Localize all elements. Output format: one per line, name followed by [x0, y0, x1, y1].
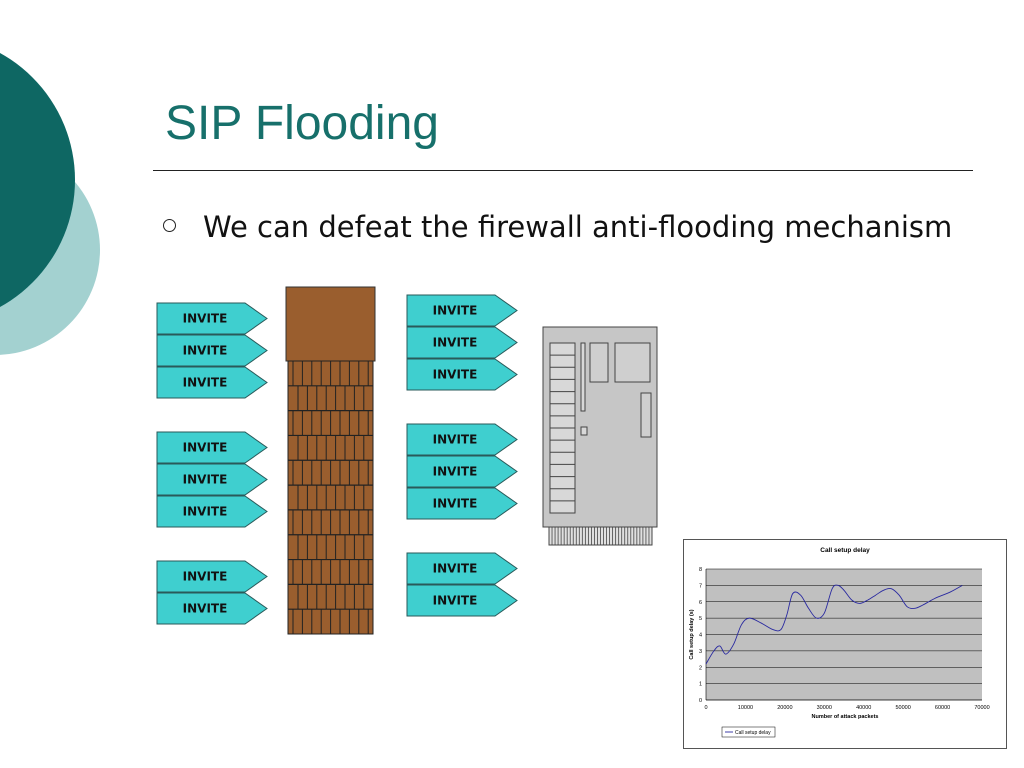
x-tick-label: 10000 [738, 705, 753, 711]
invite-arrow-shape [156, 592, 268, 625]
x-tick-label: 40000 [856, 705, 871, 711]
slide-title: SIP Flooding [165, 97, 439, 150]
invite-label: INVITE [433, 497, 478, 511]
y-tick-label: 8 [699, 567, 702, 573]
x-tick-label: 20000 [777, 705, 792, 711]
invite-label: INVITE [433, 368, 478, 382]
invite-packet: INVITE [156, 560, 268, 593]
x-tick-label: 30000 [817, 705, 832, 711]
invite-label: INVITE [183, 312, 228, 326]
legend-label: Call setup delay [735, 730, 771, 736]
invite-label: INVITE [183, 473, 228, 487]
y-tick-label: 6 [699, 600, 702, 606]
x-tick-label: 60000 [935, 705, 950, 711]
invite-arrow-shape [156, 495, 268, 528]
invite-arrow-shape [406, 487, 518, 520]
brick-wall-icon [285, 286, 376, 635]
invite-label: INVITE [433, 465, 478, 479]
invite-label: INVITE [183, 505, 228, 519]
invite-packet: INVITE [156, 463, 268, 496]
dark-teal-circle [0, 53, 75, 307]
invite-arrow-shape [156, 302, 268, 335]
y-tick-label: 0 [699, 698, 702, 704]
y-axis-label: Call setup delay (s) [689, 609, 695, 659]
wall-cap [285, 286, 376, 362]
server-panel [640, 392, 652, 438]
server-panel [589, 342, 609, 383]
invite-arrow-shape [406, 584, 518, 617]
y-tick-label: 1 [699, 682, 702, 688]
x-tick-label: 70000 [974, 705, 989, 711]
invite-arrow-shape [156, 560, 268, 593]
x-tick-label: 0 [704, 705, 707, 711]
invite-arrow-shape [156, 463, 268, 496]
title-divider [153, 170, 973, 171]
x-axis-label: Number of attack packets [812, 714, 879, 720]
y-tick-label: 3 [699, 649, 702, 655]
invite-packet: INVITE [406, 358, 518, 391]
invite-label: INVITE [433, 433, 478, 447]
y-tick-label: 5 [699, 616, 702, 622]
decorative-circles [0, 53, 100, 355]
invite-packet: INVITE [156, 334, 268, 367]
invite-packet: INVITE [156, 302, 268, 335]
invite-label: INVITE [183, 376, 228, 390]
server-slit [580, 342, 586, 412]
wall-body [287, 360, 374, 635]
invite-packet: INVITE [406, 584, 518, 617]
server-panel [614, 342, 651, 383]
invite-packet: INVITE [406, 294, 518, 327]
invite-arrow-shape [406, 552, 518, 585]
invite-arrow-shape [406, 423, 518, 456]
invite-arrow-shape [406, 358, 518, 391]
invite-arrow-shape [156, 366, 268, 399]
invite-packet: INVITE [406, 487, 518, 520]
invite-arrow-shape [406, 326, 518, 359]
invite-label: INVITE [183, 570, 228, 584]
invite-label: INVITE [183, 441, 228, 455]
invite-label: INVITE [183, 602, 228, 616]
invite-label: INVITE [433, 304, 478, 318]
invite-label: INVITE [433, 594, 478, 608]
invite-packet: INVITE [406, 552, 518, 585]
call-setup-delay-chart: Call setup delay 0 1 2 3 4 5 6 7 8 0 10000 20000 3000… [683, 539, 1007, 749]
y-tick-label: 4 [699, 633, 702, 639]
invite-arrow-shape [406, 294, 518, 327]
y-tick-label: 2 [699, 665, 702, 671]
legend-box [721, 726, 776, 738]
bullet-circle-icon [163, 219, 176, 232]
x-tick-label: 50000 [895, 705, 910, 711]
invite-label: INVITE [183, 344, 228, 358]
server-button [580, 426, 588, 436]
series-line [705, 584, 963, 665]
invite-label: INVITE [433, 562, 478, 576]
invite-arrow-shape [156, 431, 268, 464]
invite-arrow-shape [406, 455, 518, 488]
server-icon [542, 326, 658, 546]
y-tick-label: 7 [699, 583, 702, 589]
chart-legend: Call setup delay [721, 726, 776, 738]
invite-label: INVITE [433, 336, 478, 350]
chart-title: Call setup delay [820, 547, 870, 554]
invite-packet: INVITE [156, 592, 268, 625]
invite-packet: INVITE [156, 366, 268, 399]
invite-packet: INVITE [156, 495, 268, 528]
invite-packet: INVITE [406, 455, 518, 488]
invite-packet: INVITE [156, 431, 268, 464]
invite-packet: INVITE [406, 423, 518, 456]
chart-svg: Call setup delay 0 1 2 3 4 5 6 7 8 0 10000 20000 3000… [689, 547, 990, 738]
invite-arrow-shape [156, 334, 268, 367]
bullet-text: We can defeat the firewall anti-flooding… [203, 210, 953, 244]
invite-packet: INVITE [406, 326, 518, 359]
